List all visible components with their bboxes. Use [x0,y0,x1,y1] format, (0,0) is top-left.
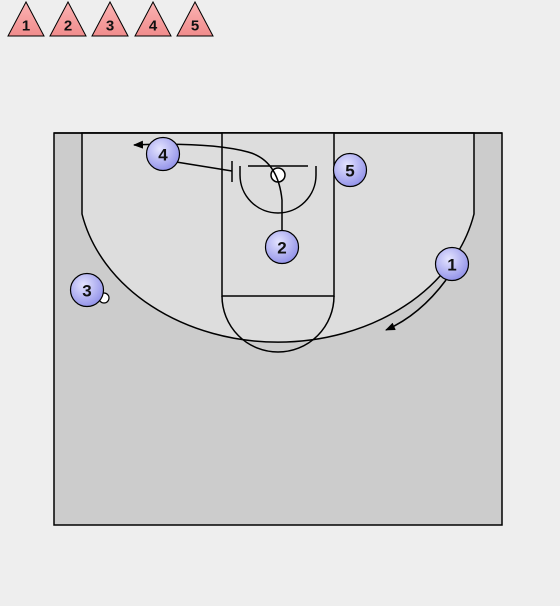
defender-5[interactable]: 5 [176,0,214,37]
defender-label: 2 [64,18,72,35]
half-court [53,132,503,526]
paint [221,132,335,297]
free-throw-circle [221,295,335,353]
player-4[interactable]: 4 [145,136,181,172]
defender-label: 5 [191,18,199,35]
player-3[interactable]: 3 [69,272,105,308]
defender-3[interactable]: 3 [91,0,129,37]
player-label: 3 [82,282,91,301]
defender-label: 1 [22,18,30,35]
defender-1[interactable]: 1 [7,0,45,37]
defender-4[interactable]: 4 [134,0,172,37]
defender-2[interactable]: 2 [49,0,87,37]
defenders-row: 1 2 3 4 5 [7,0,214,37]
screen-line-4 [169,160,233,172]
player-label: 4 [158,146,168,165]
player-label: 1 [447,256,456,275]
defender-label: 3 [106,18,114,35]
restricted-area [239,166,317,214]
player-label: 2 [277,239,286,258]
players: 1 2 3 4 5 [69,136,470,308]
player-5[interactable]: 5 [332,152,368,188]
cut-arrow-1 [385,279,447,331]
defender-label: 4 [149,18,158,35]
player-1[interactable]: 1 [434,246,470,282]
player-2[interactable]: 2 [264,229,300,265]
player-label: 5 [345,162,354,181]
